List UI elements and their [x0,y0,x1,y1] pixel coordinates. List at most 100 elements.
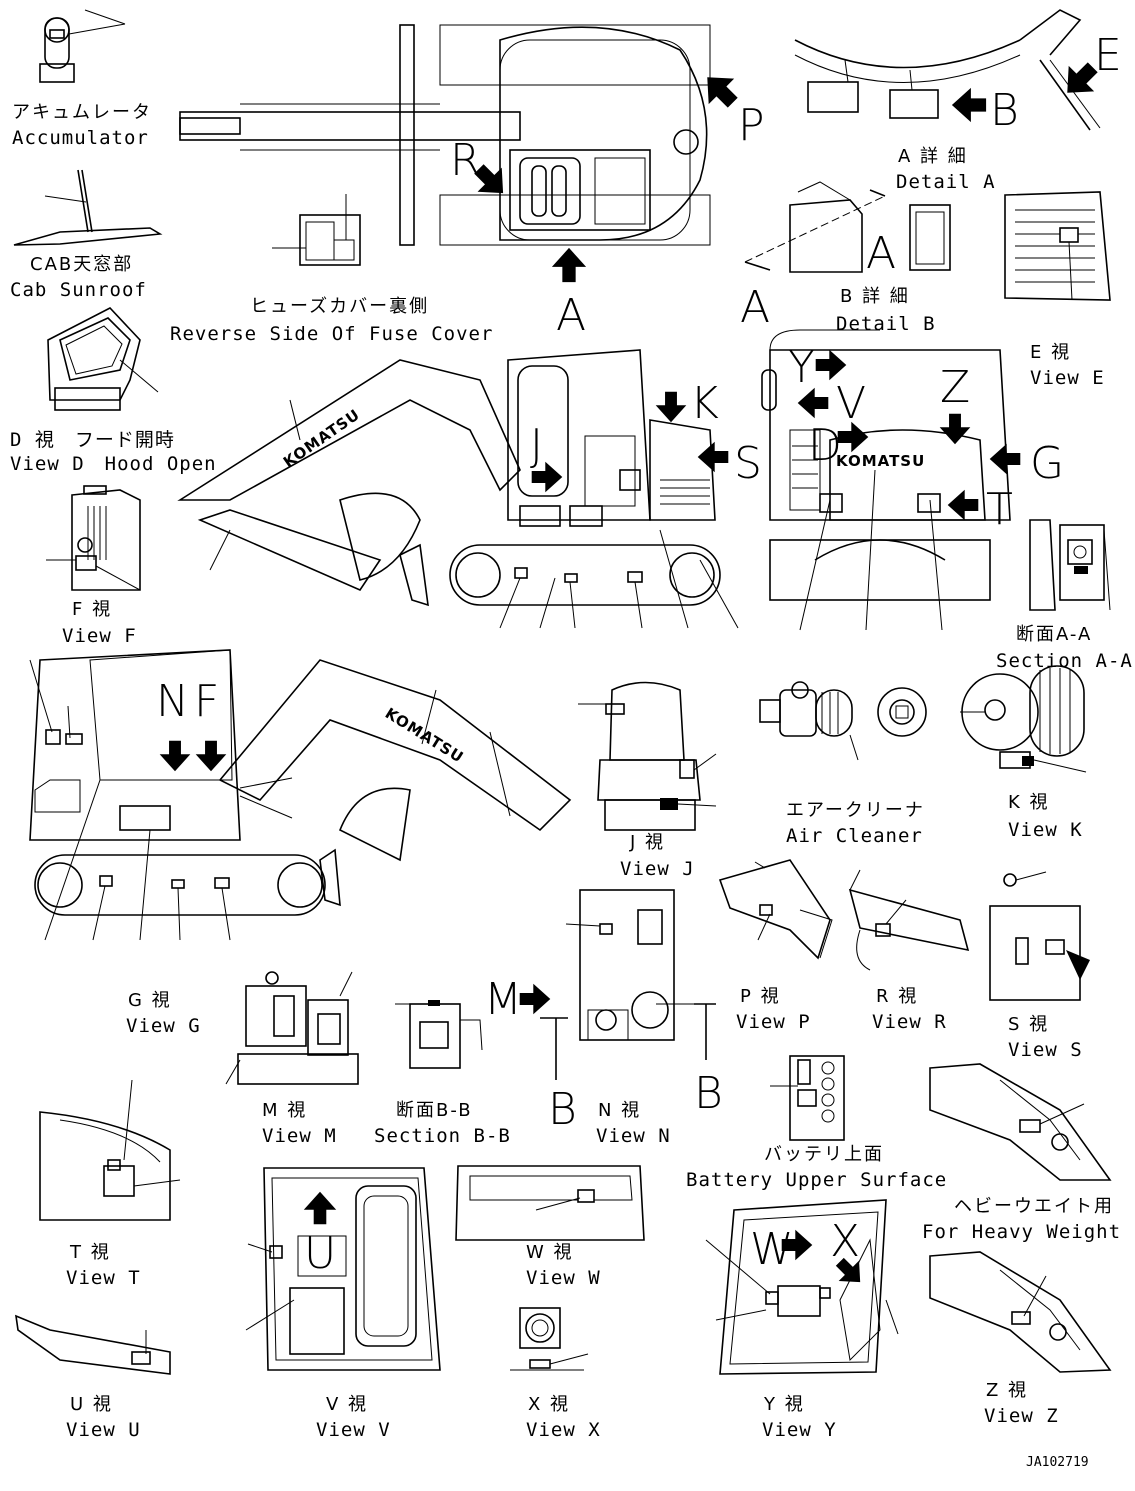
cab-sunroof-label-jp: CAB天窓部 [30,254,133,275]
view-y-label-jp: Y 視 [763,1394,805,1415]
arrow-icon [655,391,687,423]
view-y-sketch [705,1199,899,1375]
letter-y: Y [788,342,815,393]
arrow-icon [939,413,971,445]
view-z-label-en: View Z [984,1405,1059,1427]
view-g-label-jp: G 視 [128,990,172,1011]
view-s-sketch [989,871,1090,1001]
letter-v: V [836,378,866,429]
view-y-label-en: View Y [762,1419,837,1441]
view-n-sketch [540,889,716,1080]
view-x-sketch [510,1307,589,1371]
letter-f: F [194,676,219,727]
heavy-weight-label-jp: ヘビーウエイト用 [954,1196,1114,1217]
view-j-sketch [578,681,717,831]
letter-g: G [1030,438,1064,489]
letter-k: K [690,378,719,429]
detail-a-label-en: Detail A [896,171,996,193]
detail-b-label-en: Detail B [836,313,936,335]
letter-b: B [990,85,1019,136]
view-v-sketch [245,1167,441,1371]
view-s-label-en: View S [1008,1039,1083,1061]
heavy-weight-sketch [929,1063,1112,1181]
view-p-label-en: View P [736,1011,811,1033]
brand-logo: KOMATSU [280,405,363,471]
letter-j: J [530,420,543,471]
letter-a: A [556,290,586,341]
arrow-icon [159,740,191,772]
arrow-icon [697,441,729,473]
view-r-sketch [848,869,970,971]
view-v-label-en: View V [316,1419,391,1441]
fuse-cover-label-en: Reverse Side Of Fuse Cover [170,323,493,345]
view-j-label-en: View J [620,858,695,880]
letter-s: S [734,438,762,489]
letter-x: X [830,1216,860,1267]
view-k-label-jp: K 視 [1008,792,1050,813]
cab-sunroof-sketch [13,169,163,246]
view-u-label-jp: U 視 [70,1394,113,1415]
battery-label-jp: バッテリ上面 [764,1144,884,1165]
view-z-sketch [929,1251,1112,1373]
view-e-sketch [1004,191,1111,301]
letter-d: D [808,420,842,471]
accumulator-label-en: Accumulator [12,127,149,149]
view-t-label-jp: T 視 [69,1242,111,1263]
view-p-label-jp: P 視 [740,986,781,1007]
view-n-label-jp: N 視 [598,1100,641,1121]
letter-a-detail-2: A [740,282,770,333]
letter-z: Z [940,362,970,413]
view-w-sketch [455,1165,645,1241]
air-cleaner-label-en: Air Cleaner [786,825,923,847]
arrow-icon [519,983,551,1015]
letter-b-section-2: B [694,1068,723,1119]
letter-r: R [450,135,481,186]
battery-top-sketch [770,1055,845,1141]
machine-side-view-right: KOMATSU [177,349,739,629]
cab-sunroof-label-en: Cab Sunroof [10,279,147,301]
section-aa-label-jp: 断面A-A [1016,624,1092,645]
accumulator-icon [39,17,126,83]
view-f-label-jp: F 視 [72,599,112,620]
letter-p: P [738,100,765,151]
letter-m: M [484,974,522,1025]
view-p-sketch [718,859,833,960]
view-u-sketch [15,1314,171,1375]
machine-side-view-left: KOMATSU [29,649,572,941]
section-bb-label-en: Section B-B [374,1125,511,1147]
view-r-label-en: View R [872,1011,947,1033]
view-j-label-jp: J 視 [629,832,665,853]
view-g-label-en: View G [126,1015,201,1037]
accumulator-label-jp: アキュムレータ [12,102,152,123]
letter-n: N [156,676,189,727]
letter-e: E [1094,30,1122,81]
letter-t: T [986,484,1013,535]
battery-label-en: Battery Upper Surface [686,1169,947,1191]
view-r-label-jp: R 視 [876,986,918,1007]
arrow-icon [303,1191,337,1225]
fuse-cover-label-jp: ヒューズカバー裏側 [250,296,429,317]
view-x-label-jp: X 視 [528,1394,570,1415]
air-cleaner-label-jp: エアークリーナ [786,800,925,821]
view-v-label-jp: V 視 [326,1394,368,1415]
arrow-icon [551,247,587,283]
brand-logo-rear: KOMATSU [836,452,925,470]
machine-top-view [84,9,711,266]
view-e-label-en: View E [1030,367,1105,389]
view-k-sketch [960,665,1087,773]
view-w-label-jp: W 視 [526,1242,574,1263]
view-d-label-jp: D 視 フード開時 [10,429,175,451]
detail-b-label-jp: B 詳 細 [840,286,910,307]
view-t-sketch [39,1079,181,1221]
arrow-icon [947,489,979,521]
view-t-label-en: View T [66,1267,141,1289]
view-m-label-jp: M 視 [262,1100,307,1121]
view-x-label-en: View X [526,1419,601,1441]
section-bb-label-jp: 断面B-B [396,1100,473,1121]
view-m-sketch [225,971,359,1085]
view-k-label-en: View K [1008,819,1083,841]
letter-a-detail: A [866,228,896,279]
heavy-weight-label-en: For Heavy Weight [922,1221,1121,1243]
section-aa-sketch [1029,519,1111,611]
air-cleaner-icon [759,681,927,761]
